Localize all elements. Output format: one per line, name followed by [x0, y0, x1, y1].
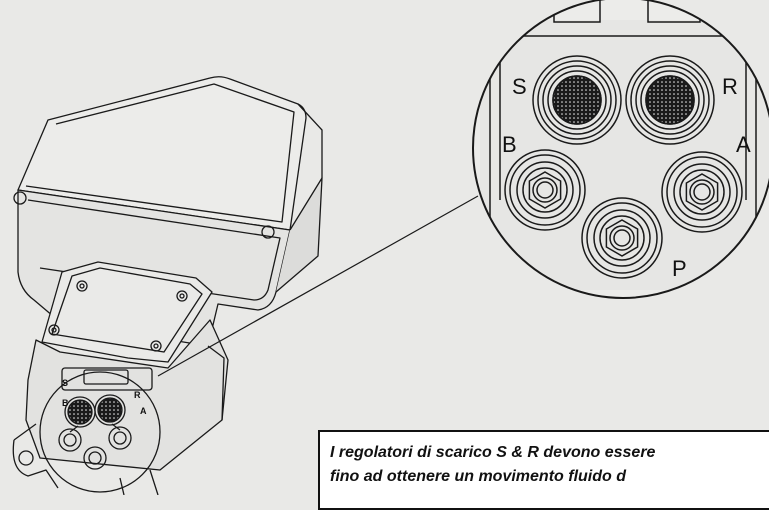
port-b [504, 149, 586, 231]
small-label-b: B [62, 398, 69, 408]
label-r: R [722, 74, 738, 99]
instruction-note: I regolatori di scarico S & R devono ess… [318, 430, 769, 510]
small-label-s: S [62, 378, 68, 388]
port-a [661, 151, 743, 233]
port-p [581, 197, 663, 279]
instruction-line-1: I regolatori di scarico S & R devono ess… [330, 444, 656, 461]
small-label-a: A [140, 406, 147, 416]
port-zoom-source [39, 371, 161, 493]
callout-circle [472, 0, 769, 299]
label-a: A [736, 132, 751, 157]
callout-leader-line [157, 195, 479, 377]
label-s: S [512, 74, 527, 99]
port-r [625, 55, 715, 145]
label-b: B [502, 132, 517, 157]
port-s [532, 55, 622, 145]
instruction-line-2: fino ad ottenere un movimento fluido d [330, 468, 626, 485]
valve-body [12, 76, 323, 495]
small-label-r: R [134, 390, 141, 400]
label-p: P [672, 256, 687, 281]
valve-illustration: S R B A [12, 0, 769, 495]
